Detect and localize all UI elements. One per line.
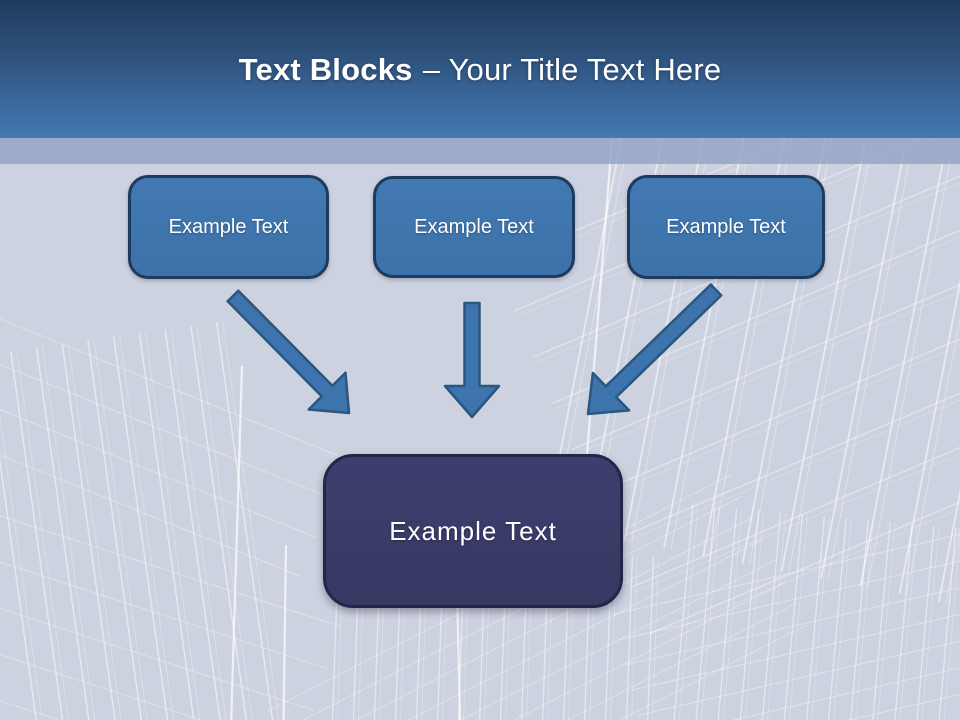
source-text-block-2-label: Example Text [414, 215, 534, 238]
middle-straight-arrow [443, 301, 501, 419]
left-diagonal-arrow [226, 289, 351, 415]
slide-title-rest: – Your Title Text Here [422, 52, 722, 87]
slide-title-bold: Text Blocks [238, 52, 413, 87]
target-text-block-label: Example Text [389, 515, 557, 546]
slide-header: Text Blocks – Your Title Text Here [0, 0, 960, 138]
right-diagonal-arrow [586, 283, 723, 416]
source-text-block-1: Example Text [128, 175, 329, 279]
source-text-block-3: Example Text [627, 175, 825, 279]
source-text-block-2: Example Text [373, 176, 575, 278]
source-text-block-1-label: Example Text [168, 215, 289, 238]
slide-title: Text Blocks – Your Title Text Here [0, 52, 960, 88]
header-divider-band [0, 138, 960, 164]
source-text-block-3-label: Example Text [666, 215, 786, 238]
target-text-block: Example Text [323, 454, 623, 608]
